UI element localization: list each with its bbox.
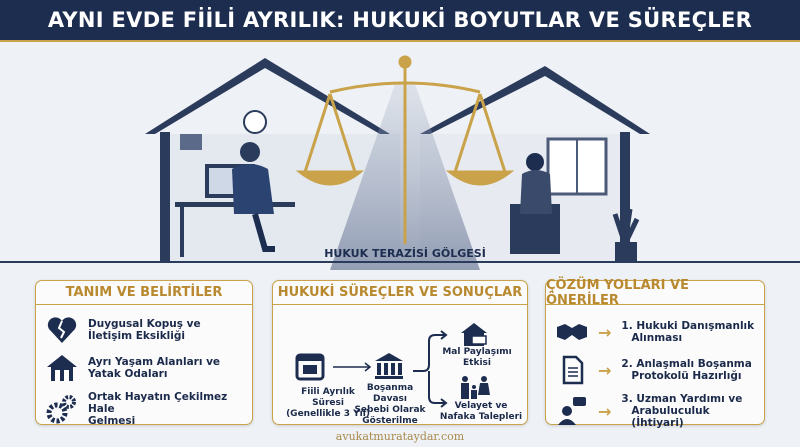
process-flow xyxy=(295,323,490,408)
broken-heart-icon xyxy=(47,317,77,343)
arrow-icon: → xyxy=(598,360,612,380)
page-title: AYNI EVDE FİİLİ AYRILIK: HUKUKİ BOYUTLAR… xyxy=(47,8,753,32)
scales-of-justice xyxy=(295,55,515,244)
card-title: ÇÖZÜM YOLLARI VE ÖNERİLER xyxy=(546,278,764,308)
illustration-scales-houses: HUKUK TERAZİSİ GÖLGESİ xyxy=(0,55,800,270)
house-money-icon xyxy=(461,323,487,346)
card-solutions: ÇÖZÜM YOLLARI VE ÖNERİLER → 1. Hukuki Da… xyxy=(545,278,765,429)
card-title: TANIM VE BELİRTİLER xyxy=(36,281,252,305)
house-icon xyxy=(47,355,77,381)
gears-icon xyxy=(46,395,76,424)
arrow-icon: → xyxy=(598,401,612,421)
courthouse-icon xyxy=(375,353,403,379)
arrow-icon: → xyxy=(598,322,612,342)
header-banner: AYNI EVDE FİİLİ AYRILIK: HUKUKİ BOYUTLAR… xyxy=(0,0,800,42)
card-title: HUKUKİ SÜREÇLER VE SONUÇLAR xyxy=(273,281,527,305)
consultant-icon xyxy=(558,397,586,425)
document-icon xyxy=(562,355,584,385)
calendar-icon xyxy=(295,353,325,381)
shadow-label: HUKUK TERAZİSİ GÖLGESİ xyxy=(324,246,486,260)
family-icon xyxy=(461,376,490,399)
footer-website: avukatmurataydar.com xyxy=(335,430,465,443)
handshake-icon xyxy=(557,324,587,340)
card-legal-process: HUKUKİ SÜREÇLER VE SONUÇLAR Fiili Ayrılı… xyxy=(272,280,528,426)
